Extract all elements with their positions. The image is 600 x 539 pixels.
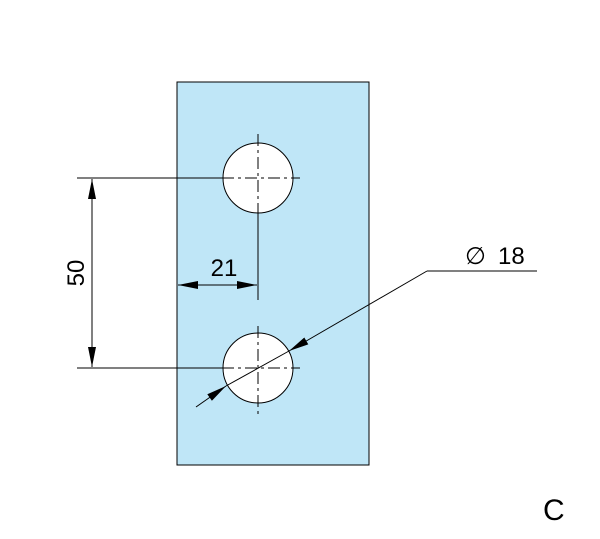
dimension-label-50: 50 — [63, 260, 90, 287]
center-lines — [222, 134, 300, 415]
diameter-leader — [195, 385, 227, 408]
diameter-leader — [225, 350, 290, 387]
dimension-label-21: 21 — [211, 255, 238, 282]
diameter-leader — [288, 270, 428, 352]
variant-label: C — [543, 494, 565, 527]
glass-plate — [176, 81, 370, 466]
diameter-symbol: ∅ — [465, 243, 486, 270]
diameter-label: 18 — [498, 243, 525, 270]
